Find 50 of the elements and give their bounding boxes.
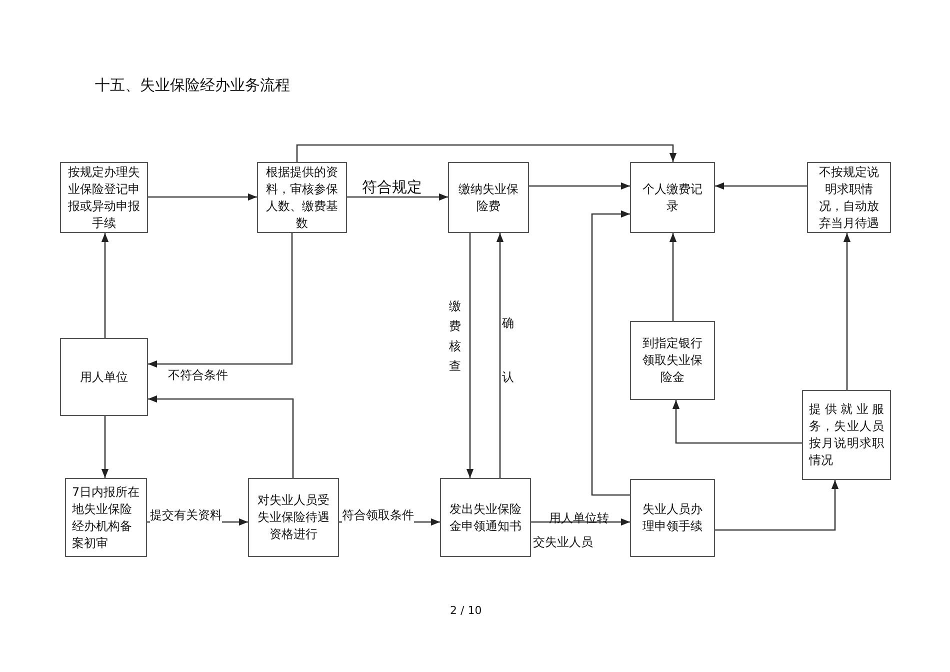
process-box [630,479,715,557]
arrow [591,210,630,496]
arrow [101,416,109,478]
process-box [448,162,529,233]
process-box [60,162,148,233]
box-text: 缴纳失业保险费 [458,180,520,214]
process-box [802,390,891,480]
edge-label: 不符合条件 [168,368,228,383]
arrow [296,144,677,162]
arrow [669,233,677,321]
box-text: 按规定办理失业保险登记申报或异动申报手续 [67,164,141,232]
arrow [148,193,257,201]
arrow [843,233,851,390]
diagram-title: 十五、失业保险经办业务流程 [95,76,290,95]
process-box [248,478,339,557]
arrow [715,182,807,190]
box-text: 提供就业服务，失业人员按月说明求职情况 [809,401,884,469]
process-box [630,162,715,233]
process-box [440,478,531,557]
box-text: 根据提供的资料，审核参保人数、缴费基数 [265,164,339,232]
process-box [630,321,715,400]
arrow [672,400,802,444]
box-text: 用人单位 [80,368,128,386]
page-number: 2 / 10 [450,604,482,617]
edge-label: 符合规定 [362,180,422,195]
arrow [496,233,504,478]
arrow [466,233,474,478]
process-box [257,162,347,233]
box-text: 个人缴费记录 [642,180,704,214]
edge-label: 缴费核查 [449,298,461,375]
box-text: 失业人员办理申领手续 [642,501,704,535]
edge-label: 提交有关资料 [150,508,222,523]
arrow [148,395,294,478]
process-box [60,338,148,416]
edge-label: 符合领取条件 [342,508,414,523]
arrow [531,518,630,526]
edge-label: 确认 [502,315,514,386]
box-text: 到指定银行领取失业保险金 [642,335,704,386]
arrow [529,182,630,190]
arrow [148,233,293,368]
box-text: 对失业人员受失业保险待遇资格进行 [256,492,330,543]
box-text: 不按规定说明求职情况，自动放弃当月待遇 [818,164,880,232]
arrow [347,193,448,201]
arrow [101,233,109,338]
edge-label: 用人单位转交失业人员 [533,510,609,551]
arrow [715,480,839,531]
box-text: 7日内报所在地失业保险经办机构备案初审 [72,484,140,552]
box-text: 发出失业保险金申领通知书 [448,500,522,534]
process-box [807,162,891,233]
process-box [65,478,147,557]
